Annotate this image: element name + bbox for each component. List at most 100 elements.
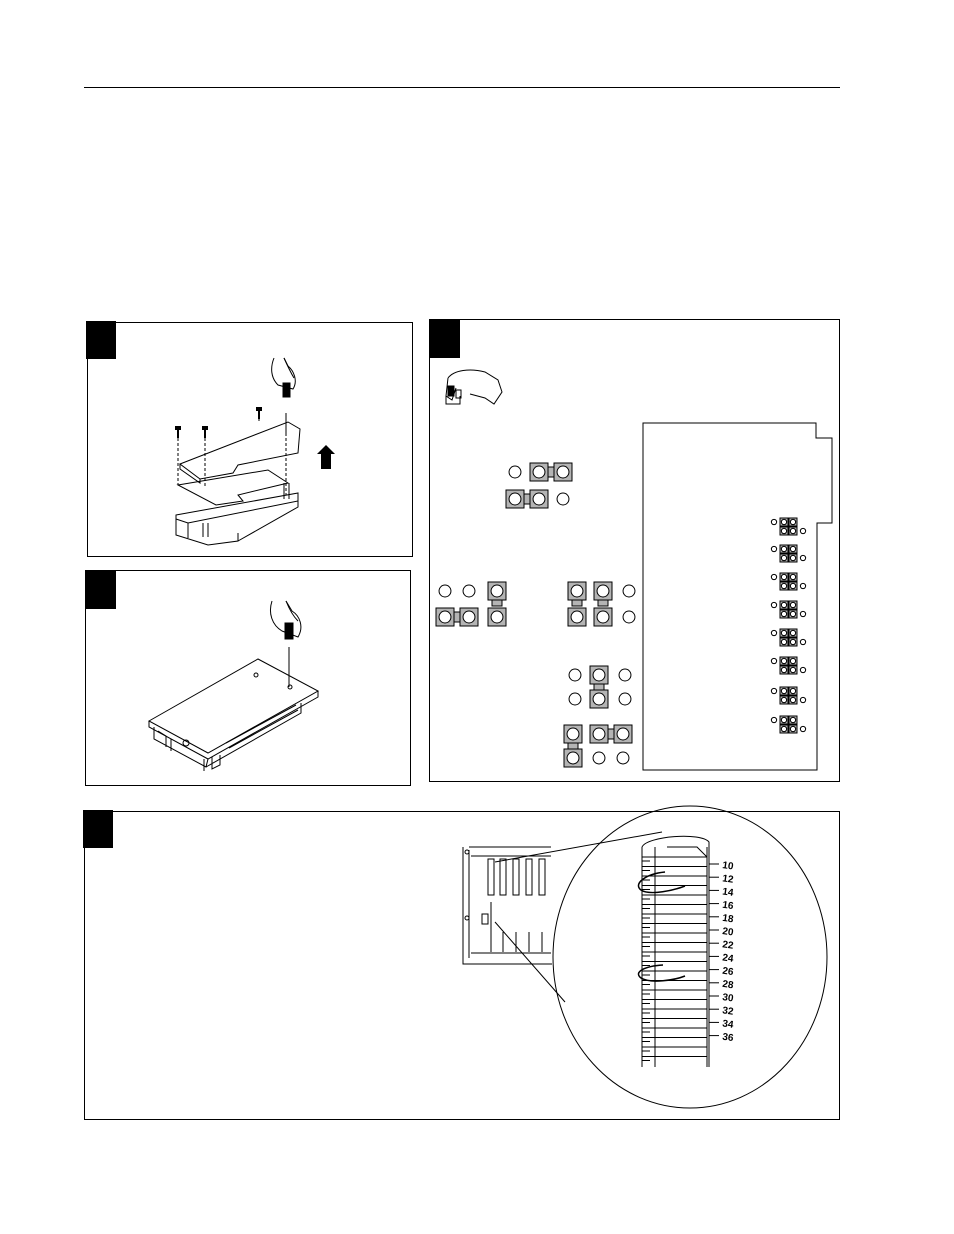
- jumper-pin-hole: [557, 466, 569, 478]
- open-pin: [771, 519, 776, 524]
- open-pin: [771, 717, 776, 722]
- terminal-slot: [642, 962, 707, 966]
- jumper-pin-hole: [571, 611, 583, 623]
- open-pin: [771, 574, 776, 579]
- jumper-pin-hole: [781, 546, 786, 551]
- jumper-pin-hole: [790, 697, 795, 702]
- jumper-pin-hole: [781, 688, 786, 693]
- terminal-slot: [642, 943, 707, 947]
- open-pin: [593, 752, 605, 764]
- jumper-illustration: [430, 320, 841, 783]
- jumper-pin-hole: [491, 611, 503, 623]
- terminal-slot: [642, 867, 707, 871]
- jumper-bridge: [524, 494, 530, 504]
- terminal-number: 28: [722, 979, 735, 992]
- jumper-pin-hole: [593, 693, 605, 705]
- open-pin: [617, 752, 629, 764]
- jumper-pin-hole: [567, 752, 579, 764]
- open-pin: [800, 639, 805, 644]
- jumper-bridge: [598, 600, 608, 606]
- open-pin: [439, 585, 451, 597]
- terminal-slot: [642, 895, 707, 899]
- jumper-pin-hole: [781, 519, 786, 524]
- up-arrow-icon: [317, 445, 335, 469]
- jumper-pin-hole: [567, 728, 579, 740]
- jumper-bridge: [492, 600, 502, 606]
- panel-remove-cover: [87, 322, 413, 557]
- terminal-number: 18: [722, 913, 735, 926]
- jumper-pin-hole: [491, 585, 503, 597]
- terminal-slot: [642, 905, 707, 909]
- terminal-slot: [642, 1019, 707, 1023]
- terminal-slot: [642, 914, 707, 918]
- terminal-number: 12: [722, 873, 735, 886]
- terminal-number: 10: [722, 860, 735, 873]
- panel-set-jumpers: [429, 319, 840, 782]
- terminal-slot: [642, 924, 707, 928]
- jumper-bridge: [608, 729, 614, 739]
- open-pin: [800, 555, 805, 560]
- open-pin: [800, 726, 805, 731]
- open-pin: [509, 466, 521, 478]
- open-pin: [569, 693, 581, 705]
- open-pin: [800, 611, 805, 616]
- wire-loop-icon: [638, 872, 685, 981]
- terminal-number: 26: [722, 966, 735, 979]
- jumper-pin-hole: [439, 611, 451, 623]
- board-outline: [643, 423, 832, 770]
- open-pin: [800, 528, 805, 533]
- terminal-slot: [642, 1028, 707, 1032]
- terminal-slot: [642, 1000, 707, 1004]
- open-pin: [623, 611, 635, 623]
- jumper-pin-hole: [617, 728, 629, 740]
- jumper-pin-hole: [781, 726, 786, 731]
- panel-wiring-arm: 1012141618202224262830323436: [84, 811, 840, 1120]
- jumper-bridge: [454, 612, 460, 622]
- cover-removal-illustration: [88, 323, 414, 558]
- terminal-slot: [642, 952, 707, 956]
- terminal-number: 24: [722, 952, 735, 965]
- jumper-pin-hole: [781, 630, 786, 635]
- jumper-pin-hole: [790, 555, 795, 560]
- jumper-pin-hole: [790, 726, 795, 731]
- jumper-pin-hole: [533, 493, 545, 505]
- open-pin: [623, 585, 635, 597]
- jumper-pin-hole: [593, 669, 605, 681]
- jumper-pin-hole: [781, 658, 786, 663]
- jumper-pin-hole: [790, 630, 795, 635]
- cover-install-illustration: [86, 571, 412, 787]
- hand-jumper-icon: [446, 370, 502, 404]
- terminal-slot: [642, 933, 707, 937]
- jumper-pin-hole: [781, 574, 786, 579]
- open-pin: [619, 669, 631, 681]
- terminal-number: 22: [722, 939, 735, 952]
- jumper-pin-hole: [781, 602, 786, 607]
- terminal-number: 32: [722, 1005, 735, 1018]
- open-pin: [800, 697, 805, 702]
- jumper-pin-hole: [571, 585, 583, 597]
- jumper-pin-hole: [781, 555, 786, 560]
- jumper-pin-hole: [790, 717, 795, 722]
- jumper-pin-hole: [781, 611, 786, 616]
- hand-screwdriver-icon: [270, 601, 300, 639]
- jumper-pin-hole: [790, 583, 795, 588]
- jumper-pin-hole: [597, 585, 609, 597]
- jumper-pin-hole: [781, 528, 786, 533]
- open-pin: [463, 585, 475, 597]
- jumper-pin-hole: [781, 697, 786, 702]
- jumper-pin-hole: [781, 639, 786, 644]
- jumper-pin-hole: [790, 639, 795, 644]
- jumper-pin-hole: [593, 728, 605, 740]
- terminal-number: 14: [722, 886, 735, 899]
- panel-replace-cover: [85, 570, 411, 786]
- open-pin: [771, 602, 776, 607]
- open-pin: [771, 630, 776, 635]
- jumper-pin-hole: [781, 667, 786, 672]
- terminal-number: 20: [722, 926, 735, 939]
- jumper-bridge: [548, 467, 554, 477]
- jumper-bridge: [568, 743, 578, 749]
- jumper-bridge: [572, 600, 582, 606]
- screw-icon: [175, 407, 262, 438]
- open-pin: [800, 667, 805, 672]
